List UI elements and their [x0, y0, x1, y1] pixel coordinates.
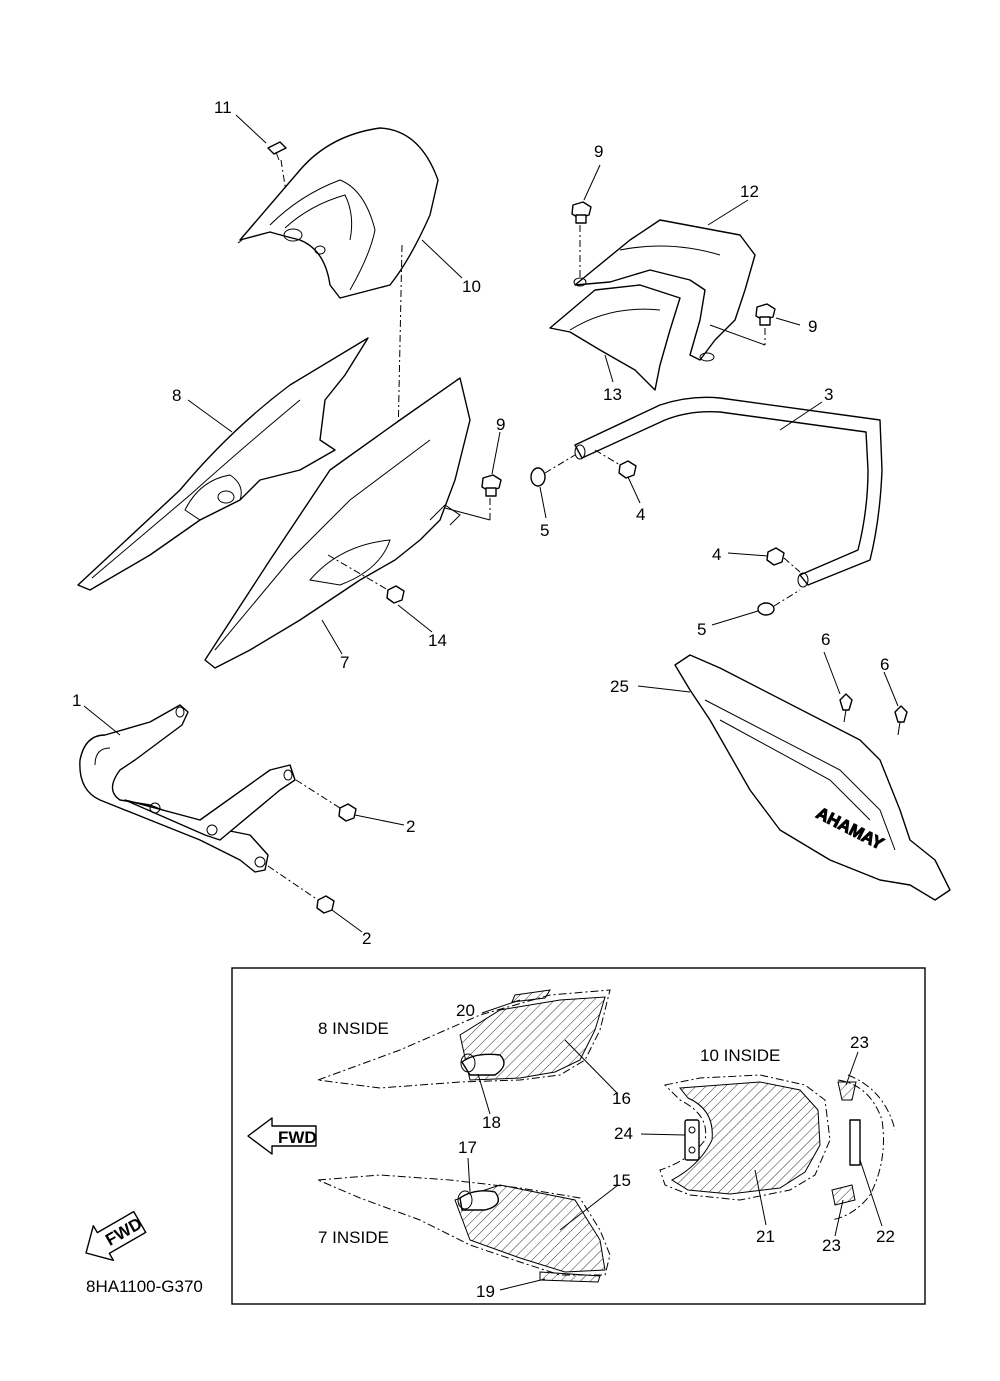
inset-10-inside: 10 INSIDE: [700, 1046, 780, 1065]
inset-part-22-23: [831, 1074, 896, 1221]
label-1[interactable]: 1: [72, 691, 81, 710]
part-14-bolt[interactable]: [327, 554, 405, 604]
label-17[interactable]: 17: [458, 1138, 477, 1157]
label-24[interactable]: 24: [614, 1124, 633, 1143]
part-5-cap-upper[interactable]: [530, 454, 576, 487]
leader-lines: [83, 114, 899, 933]
label-14[interactable]: 14: [428, 631, 447, 650]
inset-leader-lines: [467, 999, 883, 1291]
label-5-upper[interactable]: 5: [540, 521, 549, 540]
label-8[interactable]: 8: [172, 386, 181, 405]
label-21[interactable]: 21: [756, 1227, 775, 1246]
diagram-code: 8HA1100-G370: [86, 1277, 203, 1296]
part-13-cover-inner[interactable]: [549, 284, 681, 391]
label-6-a[interactable]: 6: [821, 630, 830, 649]
label-23-top[interactable]: 23: [850, 1033, 869, 1052]
label-16[interactable]: 16: [612, 1089, 631, 1108]
label-10[interactable]: 10: [462, 277, 481, 296]
callout-labels: 11 10 8 9 12 9 13 9 3 4 5 4 5 6 6 25 14 …: [72, 98, 895, 1301]
part-9-grommet-right[interactable]: [699, 303, 776, 362]
inset-frame: [231, 967, 926, 1305]
label-19[interactable]: 19: [476, 1282, 495, 1301]
label-7[interactable]: 7: [340, 653, 349, 672]
label-20[interactable]: 20: [456, 1001, 475, 1020]
inset-part-10-inside: [659, 1074, 831, 1201]
label-11[interactable]: 11: [214, 98, 232, 117]
alignment-line-10-7: [397, 244, 403, 441]
part-2-bolt-upper[interactable]: [295, 779, 357, 822]
label-13[interactable]: 13: [603, 385, 622, 404]
label-25[interactable]: 25: [610, 677, 629, 696]
part-9-grommet-left[interactable]: [444, 474, 502, 521]
part-6-clip-b[interactable]: [894, 705, 908, 736]
inset-part-8-inside: [317, 989, 611, 1089]
part-4-bolt-upper[interactable]: [594, 449, 637, 479]
inset-fwd-arrow: FWD: [247, 1117, 317, 1155]
label-3[interactable]: 3: [824, 385, 833, 404]
inset-7-inside: 7 INSIDE: [318, 1228, 389, 1247]
label-9-mid[interactable]: 9: [496, 415, 505, 434]
label-18[interactable]: 18: [482, 1113, 501, 1132]
fwd-badge: FWD: [85, 1210, 147, 1262]
label-9-top[interactable]: 9: [594, 142, 603, 161]
part-3-grab-bar[interactable]: [574, 396, 883, 588]
part-4-bolt-lower[interactable]: [766, 547, 801, 573]
inset-8-inside: 8 INSIDE: [318, 1019, 389, 1038]
label-9-right[interactable]: 9: [808, 317, 817, 336]
part-6-clip-a[interactable]: [839, 693, 853, 723]
part-1-rear-grip[interactable]: [79, 704, 296, 873]
inset-part-7-inside: [317, 1174, 611, 1283]
part-10-seat-cowl[interactable]: [237, 127, 439, 299]
label-5-lower[interactable]: 5: [697, 620, 706, 639]
label-4-upper[interactable]: 4: [636, 505, 645, 524]
label-2-lower[interactable]: 2: [362, 929, 371, 948]
label-22[interactable]: 22: [876, 1227, 895, 1246]
part-9-grommet-top[interactable]: [571, 201, 592, 287]
label-2-upper[interactable]: 2: [406, 817, 415, 836]
label-4-lower[interactable]: 4: [712, 545, 721, 564]
label-23-bottom[interactable]: 23: [822, 1236, 841, 1255]
part-2-bolt-lower[interactable]: [267, 865, 335, 914]
part-25-mud-guard[interactable]: YAMAHA: [674, 654, 951, 901]
inset-fwd-text: FWD: [278, 1128, 317, 1147]
label-6-b[interactable]: 6: [880, 655, 889, 674]
label-12[interactable]: 12: [740, 182, 759, 201]
part-8-side-cover-left[interactable]: [77, 337, 369, 591]
part-5-cap-lower[interactable]: [757, 589, 801, 616]
label-15[interactable]: 15: [612, 1171, 631, 1190]
